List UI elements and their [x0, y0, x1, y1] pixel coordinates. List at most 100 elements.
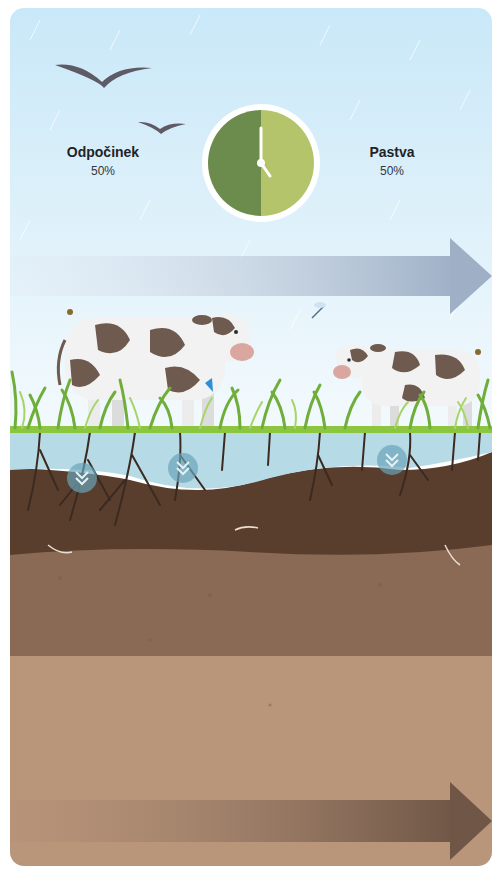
cow-large-part: [234, 330, 238, 334]
roots-part: [100, 480, 125, 510]
grass-part-part: [458, 402, 468, 428]
panel: [10, 8, 492, 866]
clock-part: [260, 128, 263, 163]
roots-part: [115, 432, 135, 525]
grass: [10, 372, 492, 433]
grass-part-part: [420, 395, 430, 428]
cow-large-part: [95, 323, 130, 353]
grass-part-part: [62, 390, 75, 428]
grass-part-part: [345, 392, 360, 428]
soil-dots-part: [208, 593, 212, 597]
roots-part: [268, 432, 270, 465]
birds-part: [138, 122, 186, 134]
roots: [28, 432, 480, 525]
rain-part: [190, 15, 200, 35]
infiltration-markers-part: [67, 463, 97, 493]
cow-small-part: [370, 344, 386, 352]
flow-arrow-top-part: [450, 238, 492, 314]
cow-large-part: [70, 359, 100, 387]
grass-part-part: [28, 388, 45, 428]
cow-large-part: [230, 343, 254, 361]
grass-part-part: [30, 395, 40, 428]
infiltration-markers: [67, 445, 407, 493]
grass-part-part: [20, 392, 25, 428]
rain-part: [320, 25, 330, 45]
cow-large-part: [65, 318, 225, 400]
insects: [67, 302, 481, 392]
phase-share: 50%: [380, 164, 404, 178]
chevrons-part: [386, 454, 398, 460]
worms-part: [445, 545, 460, 565]
cow-small: [333, 344, 480, 431]
clock-part: [202, 104, 320, 222]
soil-dots-part: [378, 583, 382, 587]
grass-part-part: [250, 402, 262, 428]
cow-small-part: [435, 355, 465, 379]
worms: [48, 527, 460, 565]
roots-part: [410, 455, 428, 480]
insects-part: [67, 309, 73, 315]
soil-layers-part: [10, 540, 492, 656]
phase-share: 50%: [91, 164, 115, 178]
roots-part: [452, 432, 455, 470]
grass-part-part: [305, 385, 320, 428]
grass-part-part: [12, 372, 16, 428]
infiltration-markers-part: [168, 453, 198, 483]
cow-large-part: [192, 315, 212, 325]
cow-large-part: [150, 328, 185, 357]
cow-large: [58, 314, 254, 432]
clock: [202, 104, 320, 222]
flow-arrow-bottom: [10, 782, 492, 860]
rain-part: [20, 220, 30, 240]
grass-part-part: [100, 392, 115, 428]
chevrons-part: [76, 472, 88, 478]
phase-name: Pastva: [369, 144, 414, 160]
insects-part: [475, 349, 481, 355]
clock-part: [208, 110, 261, 216]
roots-part: [318, 455, 332, 485]
grass-part-part: [314, 392, 325, 428]
rain-part: [290, 310, 300, 330]
rain-part: [460, 90, 470, 110]
chevrons-part: [177, 462, 189, 468]
grass-part-part: [292, 400, 296, 428]
soil-layers-part: [10, 640, 492, 866]
infiltration-markers-part: [377, 445, 407, 475]
rain-part: [30, 20, 40, 40]
flow-arrow-top-part: [10, 256, 456, 296]
grass-part-part: [272, 392, 285, 428]
insects-part: [314, 302, 326, 308]
roots-part: [310, 432, 320, 500]
rain-part: [140, 200, 150, 220]
roots-part: [222, 432, 225, 470]
birds-part: [55, 65, 152, 88]
roots-part: [28, 432, 40, 510]
clock-part: [257, 159, 265, 167]
clock-part: [261, 110, 314, 216]
cow-large-part: [212, 317, 235, 335]
grass-part-part: [120, 380, 128, 428]
flow-arrow-top: [10, 238, 492, 314]
grass-part-part: [395, 402, 408, 428]
grass-part-part: [130, 398, 140, 428]
grass-part-part: [160, 398, 172, 428]
insects-part: [205, 378, 213, 392]
cow-small-part: [350, 348, 368, 362]
phase-name: Odpočinek: [67, 144, 139, 160]
roots-part: [132, 455, 160, 505]
soil-dots: [58, 576, 382, 707]
soil-layers: [10, 430, 492, 866]
cow-large-part: [58, 340, 65, 385]
rain-part: [50, 110, 60, 130]
chevrons-part: [386, 460, 398, 466]
chevrons-part: [177, 468, 189, 474]
cow-small-part: [347, 358, 351, 362]
rain-part: [110, 30, 120, 50]
grass-part: [20, 392, 468, 428]
worms-part: [48, 545, 72, 553]
rain-part: [410, 40, 420, 60]
grass-part-part: [232, 388, 240, 428]
grass-part: [12, 372, 490, 428]
grass-part-part: [85, 400, 98, 428]
